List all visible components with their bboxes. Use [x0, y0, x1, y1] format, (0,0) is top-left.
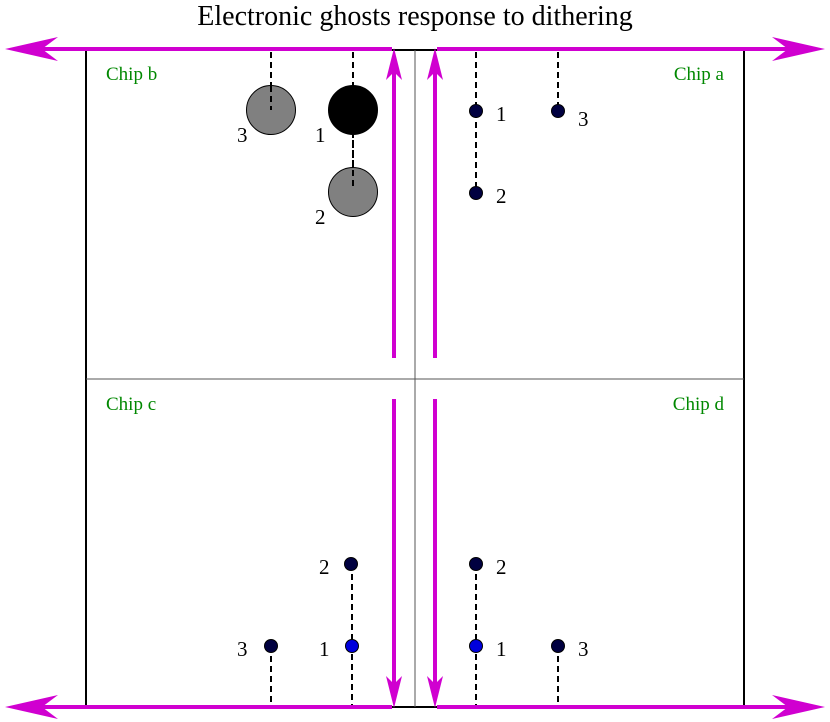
arrow-c-down-shaft: [392, 399, 396, 689]
chip-a-dot-3: [551, 104, 565, 118]
arrow-bottom-left-head: [5, 695, 58, 719]
arrow-a-up-shaft: [433, 68, 437, 358]
chip-b-ghost-2: [328, 167, 378, 217]
chip-d-dot-2: [469, 557, 483, 571]
arrow-bottom-left-shaft: [40, 705, 392, 709]
arrow-top-right-shaft: [437, 47, 789, 51]
arrow-top-left-shaft: [40, 47, 392, 51]
chip-c-label-2: 2: [319, 555, 330, 579]
chip-d-label-2: 2: [496, 555, 507, 579]
arrow-bottom-right-head: [772, 695, 825, 719]
chip-a-label-2: 2: [496, 184, 507, 208]
arrow-c-down-head: [386, 676, 402, 708]
chip-a-label: Chip a: [674, 64, 725, 85]
chip-c-dot-1: [345, 639, 359, 653]
chip-c-label: Chip c: [106, 394, 156, 415]
chip-b-label-3: 3: [237, 123, 248, 147]
chip-d-dot-3: [551, 639, 565, 653]
chip-d-label: Chip d: [673, 394, 725, 415]
chip-b-label: Chip b: [106, 64, 157, 85]
chip-a-label-1: 1: [496, 102, 507, 126]
chip-c-label-3: 3: [237, 637, 248, 661]
chip-b-label-2: 2: [315, 205, 326, 229]
arrow-d-down-head: [427, 676, 443, 708]
chip-c-label-1: 1: [319, 637, 330, 661]
chip-d-label-1: 1: [496, 637, 507, 661]
arrow-bottom-right-shaft: [437, 705, 789, 709]
chip-a-label-3: 3: [578, 107, 589, 131]
chip-b-label-1: 1: [315, 123, 326, 147]
arrow-b-up-shaft: [392, 68, 396, 358]
arrow-top-left-head: [5, 37, 58, 61]
diagram-title: Electronic ghosts response to dithering: [197, 1, 633, 32]
chip-a-dot-2: [469, 186, 483, 200]
arrow-a-up-head: [427, 48, 443, 80]
chip-c-dot-2: [344, 557, 358, 571]
arrow-d-down-shaft: [433, 399, 437, 689]
chip-d-label-3: 3: [578, 637, 589, 661]
arrow-b-up-head: [386, 48, 402, 80]
chip-d-dot-1: [469, 639, 483, 653]
arrow-top-right-head: [772, 37, 825, 61]
chip-a-dot-1: [469, 104, 483, 118]
chip-c-dot-3: [264, 639, 278, 653]
